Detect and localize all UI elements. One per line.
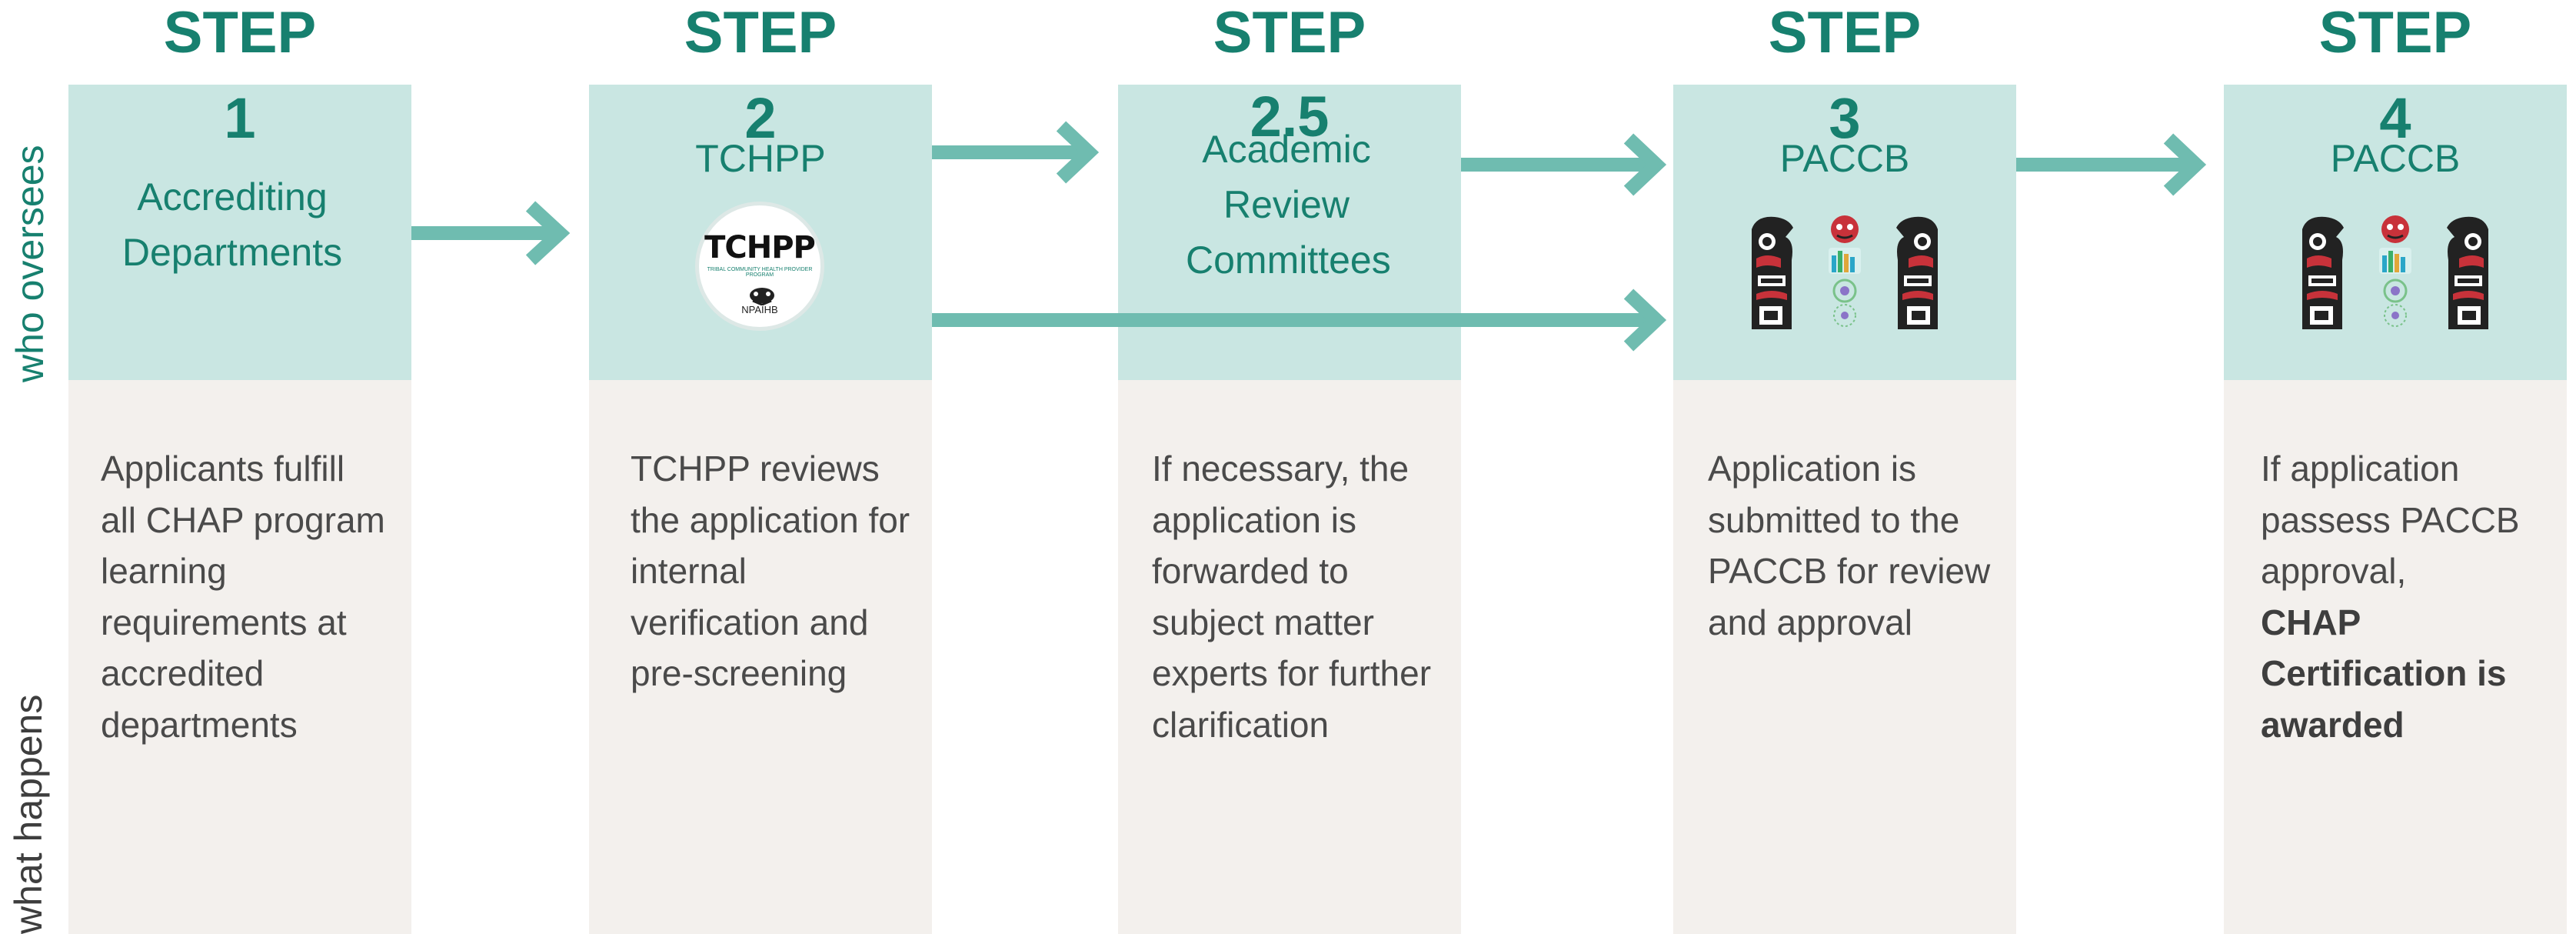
- arrow-step1-to-step2: [411, 201, 571, 265]
- step-number: 3: [1829, 86, 1861, 150]
- step-description: Applicants fulfill all CHAP program lear…: [101, 449, 385, 745]
- description-text: If application passess PACCB approval,: [2261, 449, 2520, 591]
- step-2-5-description-box: If necessary, the application is forward…: [1118, 380, 1461, 934]
- step-3-overseer-box: 3 PACCB: [1673, 85, 2016, 380]
- step-1-overseer-box: 1 Accrediting Departments: [68, 85, 411, 380]
- paccb-totem-icon: [2302, 215, 2488, 329]
- arrow-step2-to-step3: [932, 289, 1667, 352]
- step-heading: STEP: [1768, 0, 1922, 65]
- step-number: 4: [2379, 86, 2411, 150]
- step-description: If necessary, the application is forward…: [1152, 449, 1432, 745]
- step-number: 2.5: [1250, 85, 1330, 148]
- overseer-label: PACCB: [2330, 137, 2461, 180]
- step-description: TCHPP reviews the application for intern…: [631, 449, 910, 693]
- step-description: Application is submitted to the PACCB fo…: [1708, 449, 1991, 642]
- logo-tagline: TRIBAL COMMUNITY HEALTH PROVIDER PROGRAM: [707, 267, 813, 278]
- arrow-step2-to-step2-5: [932, 121, 1100, 184]
- step-4-overseer-box: 4 PACCB: [2224, 85, 2567, 380]
- paccb-totem-icon: [1752, 215, 1938, 329]
- logo-sub: NPAIHB: [741, 304, 778, 315]
- description-emphasis: CHAP Certification is awarded: [2261, 602, 2507, 745]
- step-heading: STEP: [1213, 0, 1366, 65]
- arrow-step2-5-to-step3: [1461, 133, 1667, 196]
- overseer-label: TCHPP: [695, 137, 826, 180]
- step-4-description-box: If application passess PACCB approval, C…: [2224, 380, 2567, 934]
- step-heading: STEP: [2318, 0, 2472, 65]
- step-number: 2: [744, 86, 777, 150]
- overseer-label: Accrediting Departments: [121, 175, 343, 274]
- step-number: 1: [224, 86, 256, 150]
- step-heading: STEP: [163, 0, 317, 65]
- step-2-overseer-box: 2 TCHPP TCHPP TRIBAL COMMUNITY HEALTH PR…: [589, 85, 932, 380]
- overseer-label: Academic Review Committees: [1186, 128, 1391, 282]
- salmon-emblem-icon: [750, 288, 774, 305]
- overseer-label: PACCB: [1779, 137, 1910, 180]
- tchpp-logo-icon: TCHPP TRIBAL COMMUNITY HEALTH PROVIDER P…: [695, 202, 824, 331]
- step-description: If application passess PACCB approval, C…: [2261, 443, 2545, 750]
- logo-title: TCHPP: [704, 230, 816, 265]
- step-3-description-box: Application is submitted to the PACCB fo…: [1673, 380, 2016, 934]
- step-1-description-box: Applicants fulfill all CHAP program lear…: [68, 380, 411, 934]
- step-2-5-overseer-box: 2.5 Academic Review Committees: [1118, 85, 1461, 380]
- step-2-description-box: TCHPP reviews the application for intern…: [589, 380, 932, 934]
- step-heading: STEP: [684, 0, 837, 65]
- arrow-step3-to-step4: [2016, 133, 2207, 196]
